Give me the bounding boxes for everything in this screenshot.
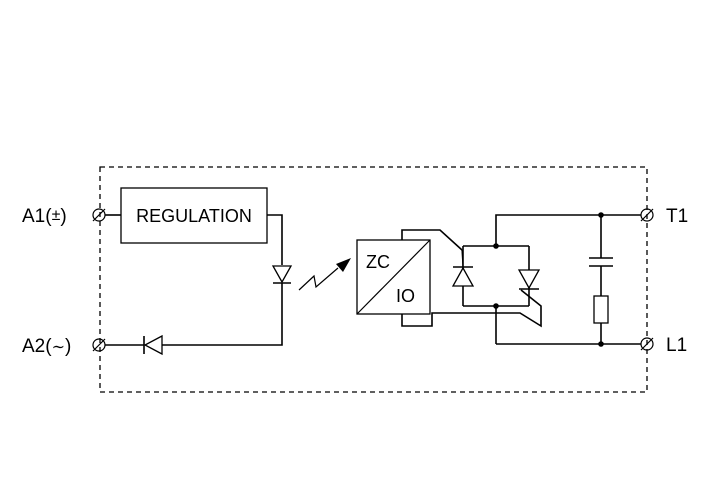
zero-cross-controller-block: ZC IO [356, 239, 431, 315]
regulation-label: REGULATION [136, 206, 252, 226]
led-diode-icon [271, 265, 293, 284]
polarity-dc-ac-symbol: ± [52, 207, 61, 224]
optical-coupling-arrow-icon [298, 258, 351, 291]
terminal-l1-label: L1 [666, 335, 687, 356]
protection-diode-icon [143, 334, 163, 356]
terminal-a1-label: A1(±) [22, 206, 67, 227]
terminal-l1[interactable] [640, 337, 654, 351]
terminal-a2-label: A2(∼) [22, 336, 71, 357]
regulation-block: REGULATION [120, 187, 268, 244]
thyristor-left-icon [451, 249, 475, 287]
snubber-resistor-icon [593, 295, 609, 324]
snubber-capacitor-icon [589, 257, 613, 267]
terminal-a1[interactable] [92, 208, 106, 222]
junction-dot [493, 303, 499, 309]
polarity-ac-symbol: ∼ [52, 339, 65, 356]
controller-top-label: ZC [366, 252, 390, 272]
thyristor-right-icon [517, 269, 541, 290]
housing-outline [99, 166, 648, 393]
controller-bottom-label: IO [396, 286, 415, 306]
terminal-a2[interactable] [92, 338, 106, 352]
terminal-t1[interactable] [640, 208, 654, 222]
terminal-t1-label: T1 [666, 206, 688, 227]
junction-dot [493, 243, 499, 249]
